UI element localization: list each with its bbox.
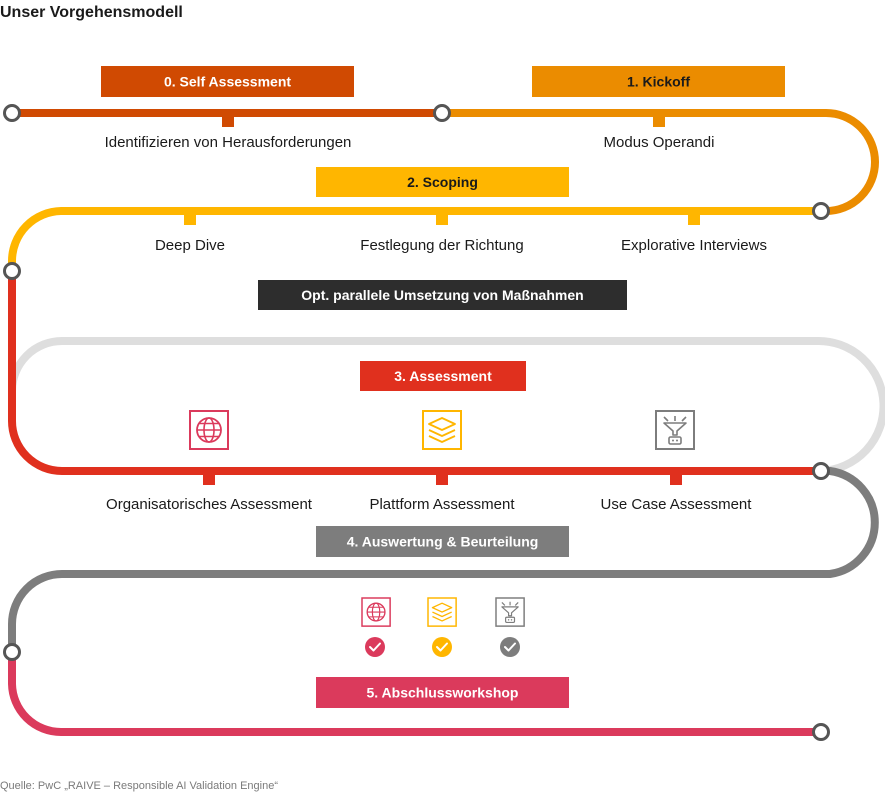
station-start xyxy=(3,104,21,122)
track-parallel xyxy=(8,336,885,475)
step-platform-label: Plattform Assessment xyxy=(369,496,515,513)
phase-parallel-label: Opt. parallele Umsetzung von Maßnahmen xyxy=(301,287,583,303)
track-evaluation xyxy=(8,467,879,652)
tick-interviews xyxy=(688,214,700,225)
check-circle-icon xyxy=(365,637,385,657)
step-interviews-label: Explorative Interviews xyxy=(621,237,767,254)
tick-deep-dive xyxy=(184,214,196,225)
source-note: Quelle: PwC „RAIVE – Responsible AI Vali… xyxy=(0,780,278,792)
funnel-robot-icon xyxy=(655,410,695,450)
phase-scoping: 2. Scoping xyxy=(316,167,569,197)
phase-kickoff: 1. Kickoff xyxy=(532,66,785,97)
step-modus-label: Modus Operandi xyxy=(604,134,715,151)
track-workshop xyxy=(8,652,821,736)
globe-icon xyxy=(189,410,229,450)
station-end xyxy=(812,723,830,741)
process-track xyxy=(8,109,885,736)
phase-evaluation-label: 4. Auswertung & Beurteilung xyxy=(347,534,539,550)
phase-assessment-label: 3. Assessment xyxy=(394,368,492,384)
phase-self-assessment-label: 0. Self Assessment xyxy=(164,74,291,90)
tick-modus xyxy=(653,116,665,127)
layers-icon xyxy=(422,410,462,450)
step-deep-dive-label: Deep Dive xyxy=(155,237,225,254)
tick-identify xyxy=(222,116,234,127)
phase-evaluation: 4. Auswertung & Beurteilung xyxy=(316,526,569,557)
layers-small-icon xyxy=(427,597,457,627)
check-circle-icon xyxy=(432,637,452,657)
stations xyxy=(3,104,830,741)
station-kickoff xyxy=(433,104,451,122)
phase-self-assessment: 0. Self Assessment xyxy=(101,66,354,97)
page-title: Unser Vorgehensmodell xyxy=(0,4,183,21)
tick-platform xyxy=(436,474,448,485)
phase-parallel: Opt. parallele Umsetzung von Maßnahmen xyxy=(258,280,627,310)
track-scoping xyxy=(8,207,821,271)
tick-org xyxy=(203,474,215,485)
station-assessment xyxy=(3,262,21,280)
phase-kickoff-label: 1. Kickoff xyxy=(627,74,690,90)
step-org-label: Organisatorisches Assessment xyxy=(106,496,313,513)
track-kickoff xyxy=(442,109,879,215)
check-circle-icon xyxy=(500,637,520,657)
step-identify-label: Identifizieren von Herausforderungen xyxy=(105,134,352,151)
track-assessment xyxy=(8,271,821,475)
step-direction-label: Festlegung der Richtung xyxy=(360,237,523,254)
tick-direction xyxy=(436,214,448,225)
globe-small-icon xyxy=(361,597,391,627)
station-scoping xyxy=(812,202,830,220)
track-ticks xyxy=(184,116,700,485)
phase-assessment: 3. Assessment xyxy=(360,361,526,391)
funnel-robot-small-icon xyxy=(495,597,525,627)
step-usecase-label: Use Case Assessment xyxy=(601,496,753,513)
phase-workshop-label: 5. Abschlussworkshop xyxy=(367,685,519,701)
phase-workshop: 5. Abschlussworkshop xyxy=(316,677,569,708)
phase-scoping-label: 2. Scoping xyxy=(407,174,478,190)
tick-usecase xyxy=(670,474,682,485)
station-evaluation xyxy=(812,462,830,480)
station-workshop xyxy=(3,643,21,661)
